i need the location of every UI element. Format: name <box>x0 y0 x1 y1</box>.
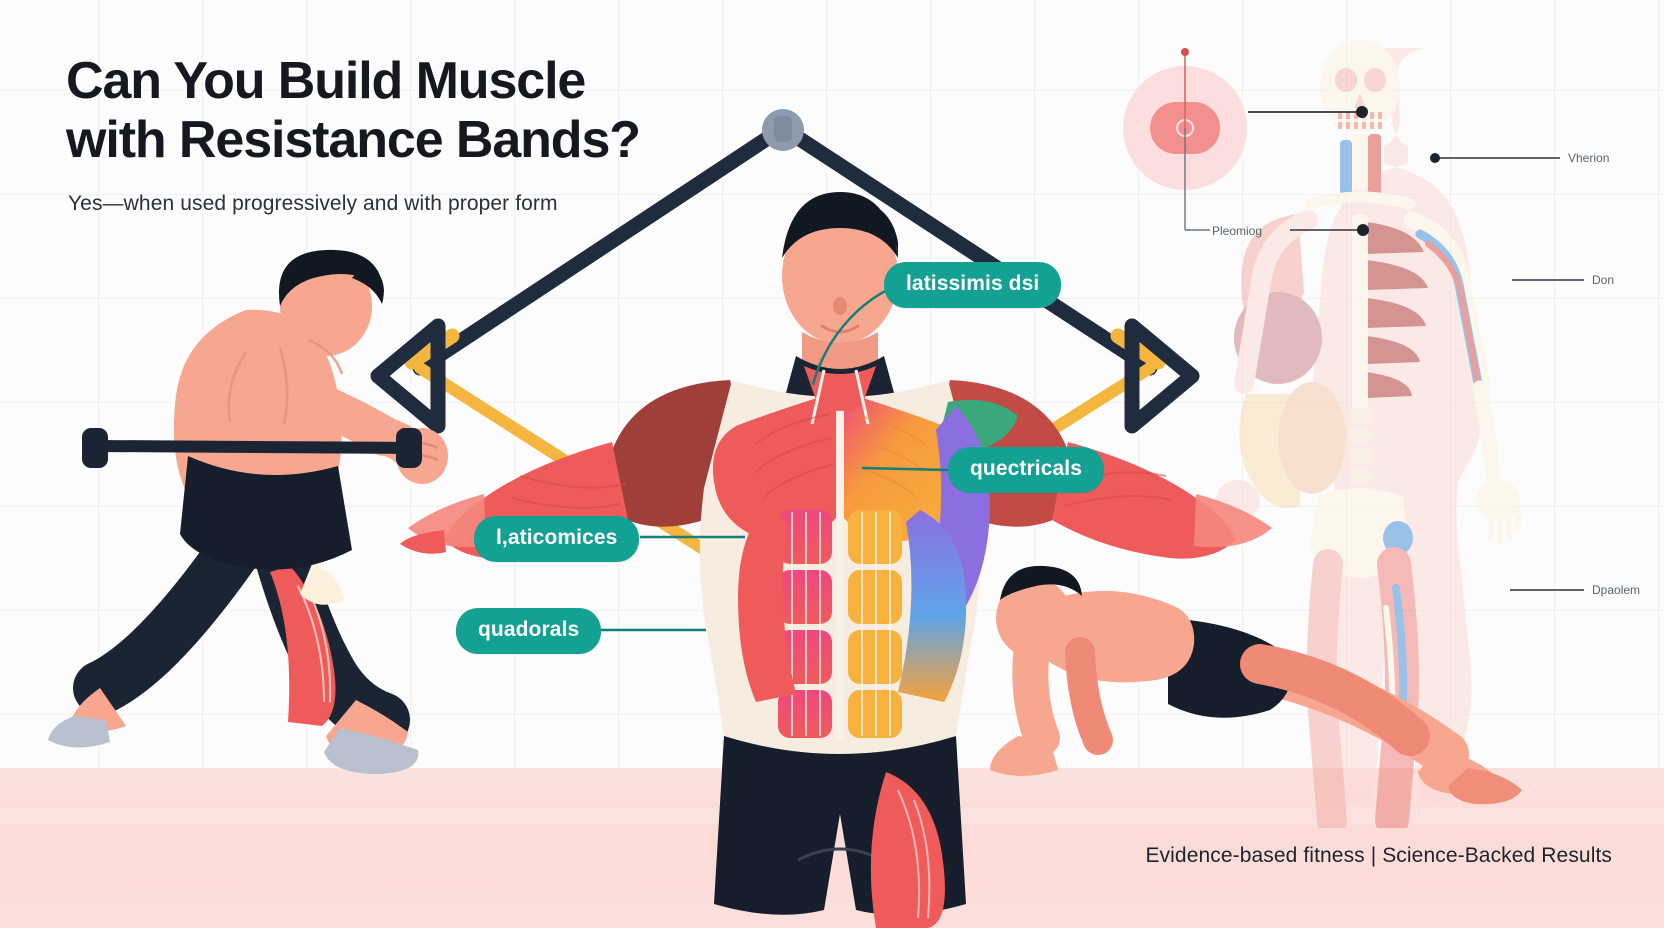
headline-line-1: Can You Build Muscle <box>66 52 586 110</box>
muscle-label-quadriceps: quadorals <box>456 608 602 654</box>
footer-tagline: Evidence-based fitness | Science-Backed … <box>1145 844 1612 867</box>
muscle-label-abdominals: l,aticomices <box>474 516 640 562</box>
muscle-label-latissimus: latissimis dsi <box>884 262 1062 308</box>
callout-arm-text: Don <box>1592 273 1614 287</box>
anatomy-callout-lines: Pleomiog Vherion Don Dpaolem <box>1123 48 1640 597</box>
callout-neck-text: Vherion <box>1568 151 1609 165</box>
figure-plank <box>990 565 1522 805</box>
callout-chest-text: Pleomiog <box>1212 224 1262 238</box>
page-subtitle: Yes—when used progressively and with pro… <box>68 192 558 215</box>
figure-skeleton <box>1216 40 1521 828</box>
headline-line-2: with Resistance Bands? <box>66 111 641 170</box>
page-title: Can You Build Muscle with Resistance Ban… <box>66 52 766 171</box>
muscle-label-pectorals: quectricals <box>948 447 1104 493</box>
figure-row <box>48 249 448 774</box>
callout-leg-text: Dpaolem <box>1592 583 1640 597</box>
